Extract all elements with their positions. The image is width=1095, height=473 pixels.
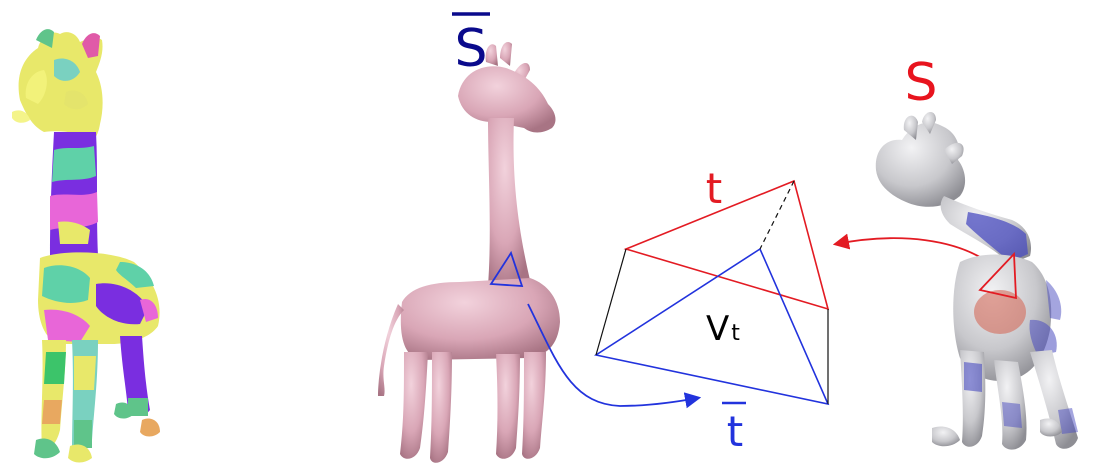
pink-giraffe-model: [378, 42, 560, 463]
tetrahedron-diagram: [596, 181, 828, 404]
deformed-triangle-t: [626, 181, 828, 309]
volume-sub-label: t: [731, 321, 740, 346]
rest-triangle-label: t: [727, 407, 743, 456]
volume-main-label: V: [706, 309, 729, 349]
volume-label: Vt: [706, 309, 740, 349]
deformed-giraffe-model: [876, 112, 1078, 450]
deformed-shape-label: S: [904, 53, 937, 113]
deformed-triangle-label: t: [706, 164, 722, 213]
segmented-giraffe-model: [12, 29, 160, 462]
rest-shape-label: S: [454, 19, 487, 79]
